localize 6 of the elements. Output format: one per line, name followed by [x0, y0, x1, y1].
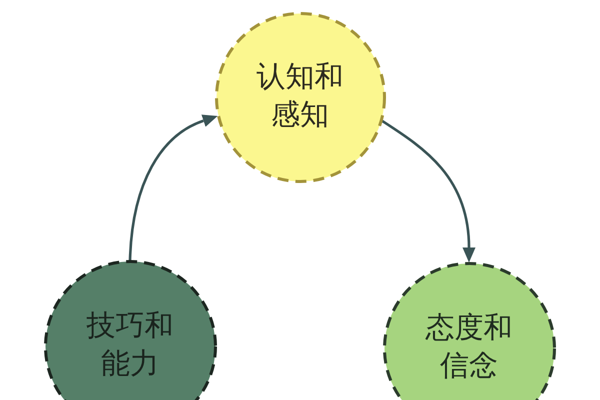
circle-label: 技巧和能力	[86, 307, 174, 382]
curved-arrow	[128, 114, 218, 261]
circle-label: 态度和信念	[424, 309, 514, 384]
stage-circle	[214, 12, 386, 182]
curved-arrow	[380, 119, 476, 262]
circle-label: 认知和感知	[256, 58, 344, 133]
